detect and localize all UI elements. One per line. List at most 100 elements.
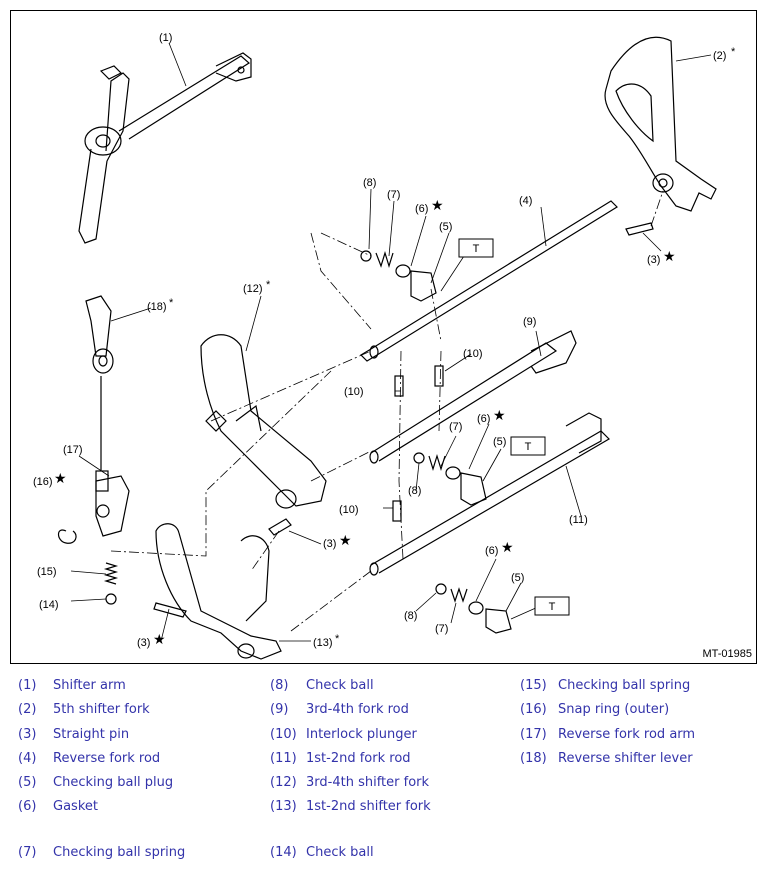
star-16: ★ xyxy=(54,471,67,487)
legend-num: (8) xyxy=(270,678,289,693)
legend-item-6: (6) Gasket xyxy=(18,799,98,814)
callout-17: (17) xyxy=(63,444,83,456)
asterisk-12: * xyxy=(266,279,271,291)
legend-num: (1) xyxy=(18,678,37,693)
legend-name: 1st-2nd fork rod xyxy=(306,751,411,766)
legend-name: Reverse fork rod arm xyxy=(558,727,696,742)
star-6a: ★ xyxy=(431,198,444,214)
legend-num: (10) xyxy=(270,727,297,742)
star-3b: ★ xyxy=(339,533,352,549)
torque-label-2: T xyxy=(525,441,532,453)
callout-15: (15) xyxy=(37,566,57,578)
shifter-arm-part xyxy=(78,52,252,244)
legend-num: (7) xyxy=(18,845,37,860)
legend-num: (2) xyxy=(18,702,37,717)
legend-item-18: (18)Reverse shifter lever xyxy=(520,751,693,766)
callout-10c: (10) xyxy=(339,504,359,516)
legend-item-8: (8) Check ball xyxy=(270,678,374,693)
callout-7b: (7) xyxy=(449,421,462,433)
legend-num: (13) xyxy=(270,799,297,814)
asterisk-18: * xyxy=(169,297,174,309)
legend-num: (17) xyxy=(520,727,547,742)
legend-name: Interlock plunger xyxy=(306,727,417,742)
callout-3b: (3) xyxy=(323,538,336,550)
first-second-shifter-fork-part xyxy=(155,523,282,660)
callout-3a: (3) xyxy=(647,254,660,266)
exploded-parts-diagram: T T T (1) (2) * (3) ★ (3) ★ (3) ★ (4) (5… xyxy=(10,10,757,664)
legend-name: 5th shifter fork xyxy=(53,702,150,717)
callout-2: (2) xyxy=(713,50,726,62)
callout-11: (11) xyxy=(569,514,588,526)
legend-name: Gasket xyxy=(53,799,98,814)
callout-8b: (8) xyxy=(408,485,421,497)
legend-item-2: (2) 5th shifter fork xyxy=(18,702,150,717)
legend-num: (16) xyxy=(520,702,547,717)
torque-box-2: T xyxy=(510,436,546,456)
legend-name: Snap ring (outer) xyxy=(558,702,670,717)
star-6c: ★ xyxy=(501,540,514,556)
callout-6a: (6) xyxy=(415,203,428,215)
figure-id: MT-01985 xyxy=(702,648,752,660)
legend-num: (15) xyxy=(520,678,547,693)
legend-item-9: (9) 3rd-4th fork rod xyxy=(270,702,409,717)
legend-name: Reverse shifter lever xyxy=(558,751,693,766)
legend-item-13: (13) 1st-2nd shifter fork xyxy=(270,799,431,814)
callout-12: (12) xyxy=(243,283,263,295)
legend-item-5: (5) Checking ball plug xyxy=(18,775,173,790)
callout-5c: (5) xyxy=(511,572,524,584)
legend-num: (9) xyxy=(270,702,289,717)
callout-7a: (7) xyxy=(387,189,400,201)
callout-9: (9) xyxy=(523,316,536,328)
legend-name: Shifter arm xyxy=(53,678,126,693)
callout-6b: (6) xyxy=(477,413,490,425)
torque-box-1: T xyxy=(458,238,494,258)
legend-item-11: (11) 1st-2nd fork rod xyxy=(270,751,411,766)
torque-label-1: T xyxy=(473,243,480,255)
star-6b: ★ xyxy=(493,408,506,424)
callout-16: (16) xyxy=(33,476,53,488)
asterisk-13: * xyxy=(335,633,340,645)
callout-8c: (8) xyxy=(404,610,417,622)
legend-item-14: (14)Check ball xyxy=(270,845,374,860)
callout-6c: (6) xyxy=(485,545,498,557)
legend-item-3: (3) Straight pin xyxy=(18,727,129,742)
legend-item-17: (17) Reverse fork rod arm xyxy=(520,727,695,742)
callout-7c: (7) xyxy=(435,623,448,635)
legend-num: (14) xyxy=(270,845,297,860)
legend-name: Check ball xyxy=(306,678,374,693)
legend-item-7: (7) Checking ball spring xyxy=(18,845,185,860)
callout-10b: (10) xyxy=(344,386,364,398)
legend-num: (3) xyxy=(18,727,37,742)
third-fourth-shifter-fork-part xyxy=(200,334,327,509)
callout-13: (13) xyxy=(313,637,333,649)
torque-box-3: T xyxy=(534,596,570,616)
callout-14: (14) xyxy=(39,599,59,611)
legend-item-12: (12)3rd-4th shifter fork xyxy=(270,775,429,790)
fifth-shifter-fork-part xyxy=(604,36,717,212)
legend-item-4: (4)Reverse fork rod xyxy=(18,751,160,766)
legend-name: Checking ball plug xyxy=(53,775,174,790)
diagram-drawing: T T T (1) (2) * (3) ★ (3) ★ (3) ★ (4) (5… xyxy=(33,32,736,660)
callout-5a: (5) xyxy=(439,221,452,233)
legend-item-15: (15)Checking ball spring xyxy=(520,678,690,693)
legend-item-16: (16) Snap ring (outer) xyxy=(520,702,669,717)
legend-num: (5) xyxy=(18,775,37,790)
star-3a: ★ xyxy=(663,249,676,265)
callout-10a: (10) xyxy=(463,348,483,360)
legend-num: (6) xyxy=(18,799,37,814)
legend-name: Straight pin xyxy=(53,727,130,742)
legend-item-1: (1) Shifter arm xyxy=(18,678,126,693)
callout-18: (18) xyxy=(147,301,167,313)
callout-3c: (3) xyxy=(137,637,150,649)
callout-1: (1) xyxy=(159,32,172,44)
legend-name: 3rd-4th shifter fork xyxy=(306,775,430,790)
callout-4: (4) xyxy=(519,195,532,207)
legend-name: Checking ball spring xyxy=(53,845,186,860)
legend-name: 1st-2nd shifter fork xyxy=(306,799,431,814)
star-3c: ★ xyxy=(153,632,166,648)
legend-name: 3rd-4th fork rod xyxy=(306,702,409,717)
legend-num: (4) xyxy=(18,751,37,766)
legend-item-10: (10) Interlock plunger xyxy=(270,727,417,742)
callout-8a: (8) xyxy=(363,177,376,189)
legend-num: (11) xyxy=(270,751,297,766)
